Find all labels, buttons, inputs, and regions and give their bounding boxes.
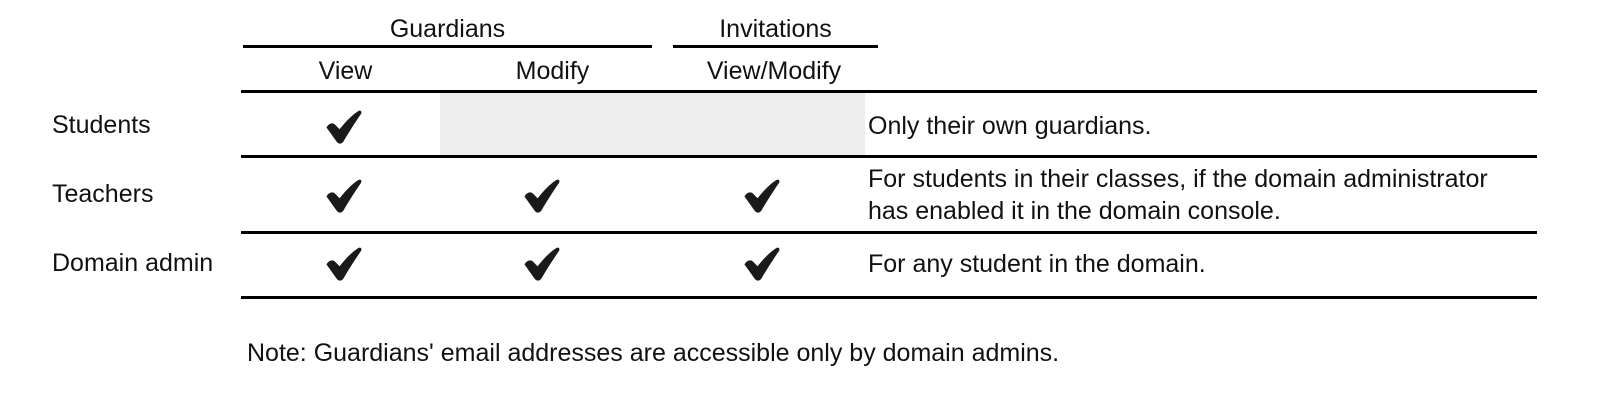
row-description-domain-admin: For any student in the domain. <box>868 250 1206 278</box>
column-group-header-guardians: Guardians <box>389 15 506 43</box>
table-rule-header <box>241 90 1537 93</box>
check-icon <box>518 172 564 218</box>
check-icon <box>320 172 366 218</box>
table-rule-after-teachers <box>241 231 1537 234</box>
check-icon <box>518 240 564 286</box>
row-description-teachers: For students in their classes, if the do… <box>868 165 1488 225</box>
column-header-view-modify: View/Modify <box>706 57 842 85</box>
table-rule-bottom <box>241 296 1537 299</box>
row-label-teachers: Teachers <box>52 180 154 208</box>
table-note: Note: Guardians' email addresses are acc… <box>247 339 1060 367</box>
group-rule-invitations <box>673 45 878 48</box>
check-icon <box>320 103 366 149</box>
check-icon <box>738 172 784 218</box>
shaded-cell-students-modify-invitations <box>440 93 865 155</box>
column-header-view: View <box>318 57 373 85</box>
row-description-students: Only their own guardians. <box>868 112 1152 140</box>
check-icon <box>320 240 366 286</box>
column-group-header-invitations: Invitations <box>719 15 832 43</box>
table-rule-after-students <box>241 155 1537 158</box>
check-icon <box>738 240 784 286</box>
column-header-modify: Modify <box>515 57 590 85</box>
group-rule-guardians <box>243 45 652 48</box>
row-label-students: Students <box>52 111 151 139</box>
row-label-domain-admin: Domain admin <box>52 249 214 277</box>
